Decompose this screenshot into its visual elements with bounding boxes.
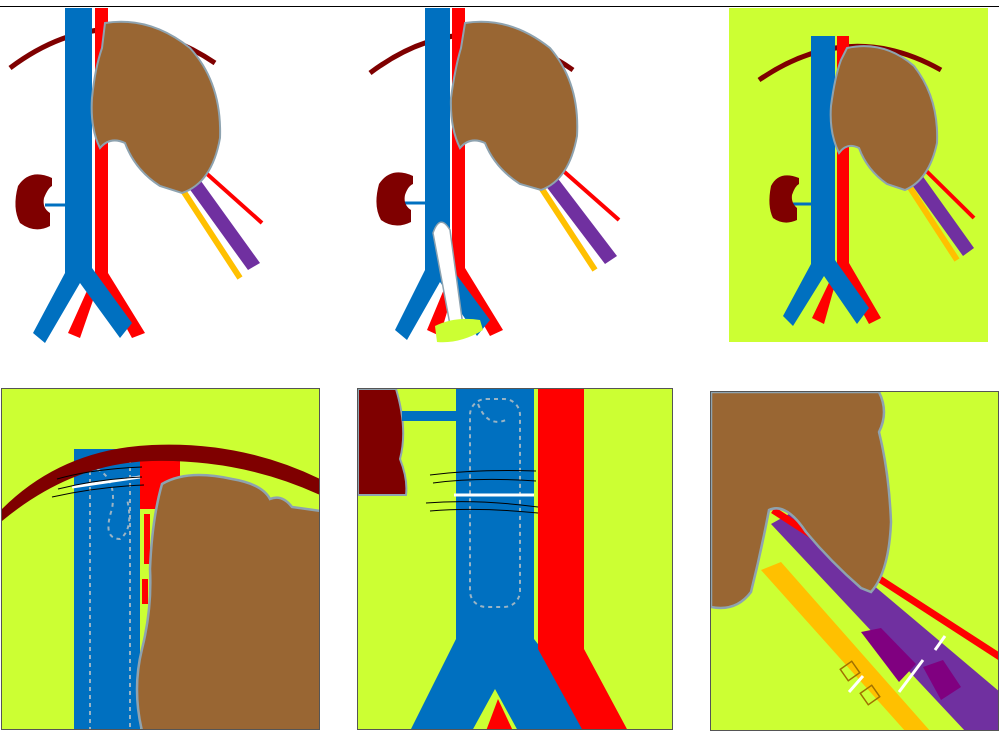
liver-shape <box>451 22 577 190</box>
top-rule <box>0 6 999 7</box>
detail-upper-drawing <box>2 389 320 730</box>
overview-native-drawing <box>0 8 280 348</box>
detail-duct-and-vessels-panel <box>710 391 999 731</box>
detail-lower-drawing <box>358 389 673 730</box>
kidney-shape <box>15 174 52 229</box>
overview-graft-drawing <box>355 8 645 348</box>
renal-vein <box>402 411 458 421</box>
liver-shape <box>92 22 220 193</box>
kidney-shape <box>376 172 413 225</box>
detail-lower-anastomosis-panel <box>357 388 673 730</box>
liver-shape <box>137 475 320 730</box>
detail-upper-anastomosis-panel <box>1 388 320 730</box>
overview-highlighted-panel <box>729 8 988 342</box>
kidney-shape <box>358 389 406 495</box>
overview-native-panel <box>0 8 280 348</box>
aorta-side-marks <box>142 514 150 604</box>
overview-highlighted-drawing <box>729 8 988 342</box>
kidney-shape <box>769 175 799 222</box>
liver-shape <box>711 392 891 608</box>
overview-with-graft-panel <box>355 8 645 348</box>
detail-duct-drawing <box>711 392 999 731</box>
